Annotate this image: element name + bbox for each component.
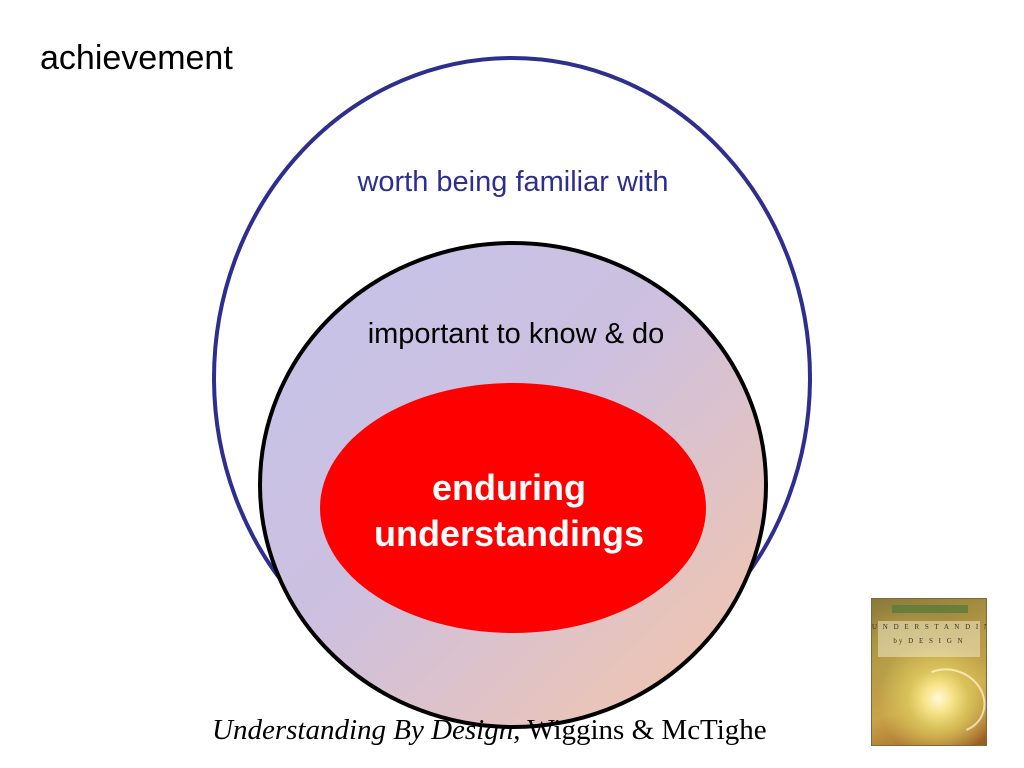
book-cover-tag: [892, 605, 968, 613]
inner-ellipse-label-line2: understandings: [374, 513, 644, 554]
inner-ellipse: [320, 383, 706, 633]
book-cover-image: U N D E R S T A N D I N G by D E S I G N: [871, 598, 987, 746]
book-cover-title-line2: by D E S I G N: [893, 637, 965, 645]
book-cover-swirl: [903, 658, 986, 744]
citation-book-title: Understanding By Design: [212, 714, 514, 746]
middle-ellipse-label: important to know & do: [368, 318, 665, 350]
book-cover-title-band: [878, 621, 980, 657]
inner-ellipse-label-line1: enduring: [432, 467, 586, 508]
citation-authors: Wiggins & McTighe: [527, 714, 767, 746]
citation-separator: ,: [513, 714, 528, 746]
book-cover-title-line1: U N D E R S T A N D I N G: [872, 623, 986, 631]
outer-ellipse-label: worth being familiar with: [356, 166, 668, 198]
page-title: achievement: [40, 39, 233, 77]
citation: Understanding By Design, Wiggins & McTig…: [212, 714, 767, 747]
